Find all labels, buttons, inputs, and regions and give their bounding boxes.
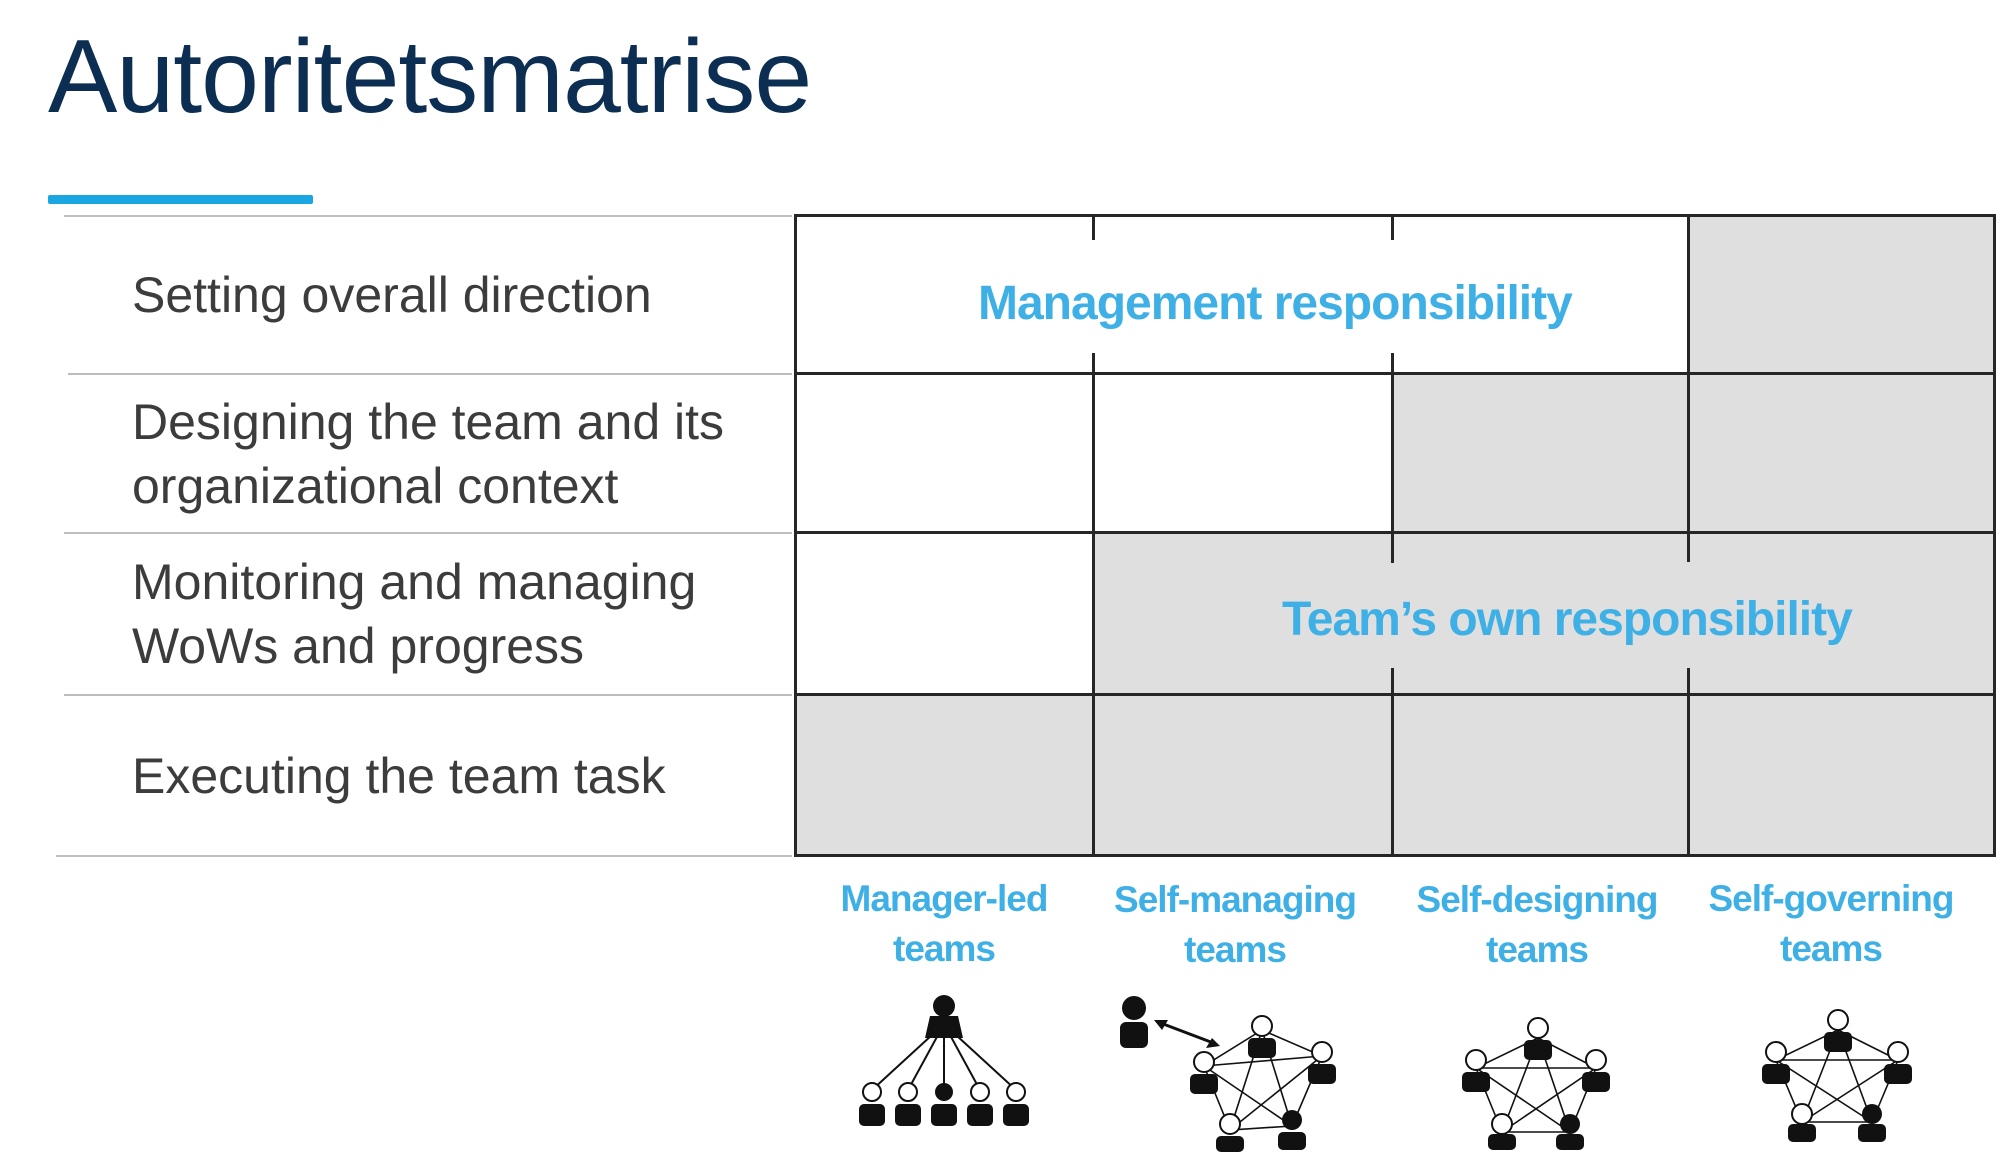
matrix-border-top [794, 214, 1996, 217]
matrix-border-right [1993, 214, 1996, 857]
matrix-col-line [1092, 214, 1095, 240]
row-divider [64, 215, 792, 217]
self-managing-team-icon [1120, 996, 1336, 1152]
matrix-cell-executing-all [796, 694, 1994, 856]
matrix-col-line [1391, 214, 1394, 240]
self-governing-team-icon [1762, 1009, 1912, 1142]
row-divider [64, 532, 792, 534]
matrix-row-line [794, 693, 1996, 696]
matrix-row-line [794, 531, 1996, 534]
matrix-border-left [794, 214, 797, 857]
matrix-cell-monitoring-team [1094, 532, 1994, 694]
matrix-cell-governing-direction [1688, 216, 1994, 374]
row-label-setting-direction: Setting overall direction [132, 267, 652, 323]
row-label-monitoring: Monitoring and managing WoWs and progres… [132, 554, 697, 674]
team-responsibility-label: Team’s own responsibility [1282, 593, 1853, 646]
title-accent-bar [48, 195, 313, 204]
row-label-designing-team: Designing the team and its organizationa… [132, 393, 725, 514]
row-divider [56, 855, 792, 857]
matrix-cell-designing-design [1392, 374, 1994, 532]
self-designing-team-icon [1462, 1017, 1610, 1150]
matrix-col-line [1391, 668, 1394, 857]
management-responsibility-label: Management responsibility [978, 277, 1573, 330]
matrix-col-line [1687, 214, 1690, 562]
manager-led-team-icon [859, 995, 1029, 1126]
matrix-col-line [1687, 668, 1690, 857]
page-title: Autoritetsmatrise [48, 19, 812, 135]
matrix-border-bottom [794, 854, 1996, 857]
row-divider [68, 373, 792, 375]
matrix-col-line [1391, 353, 1394, 563]
row-label-executing: Executing the team task [132, 747, 666, 804]
matrix-row-line [794, 372, 1996, 375]
row-divider [64, 694, 792, 696]
matrix-col-line [1092, 353, 1095, 857]
